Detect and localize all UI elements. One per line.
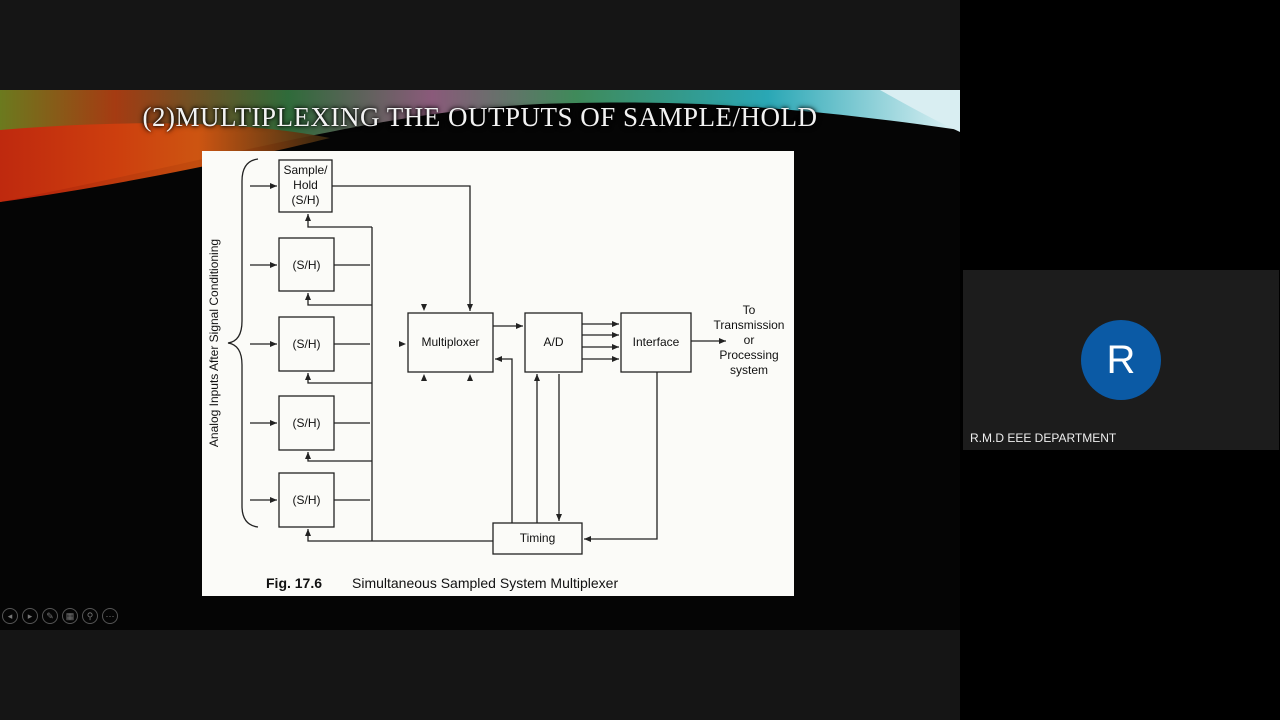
output-label-line3: or <box>744 333 755 347</box>
more-icon[interactable]: ⋯ <box>102 608 118 624</box>
sample-hold-label-line2: Hold <box>293 178 318 192</box>
participant-name: R.M.D EEE DEPARTMENT <box>970 431 1117 445</box>
next-icon[interactable]: ▸ <box>22 608 38 624</box>
slide: (2)MULTIPLEXING THE OUTPUTS OF SAMPLE/HO… <box>0 90 960 630</box>
slideshow-controls: ◂ ▸ ✎ ▦ ⚲ ⋯ <box>2 608 118 628</box>
sample-hold-label-line3: (S/H) <box>292 193 320 207</box>
ad-box <box>524 312 583 373</box>
block-diagram: Analog Inputs After Signal Conditioning … <box>207 158 785 555</box>
presentation-area: (2)MULTIPLEXING THE OUTPUTS OF SAMPLE/HO… <box>0 0 960 720</box>
interface-box <box>620 312 692 373</box>
output-label-line5: system <box>730 363 768 377</box>
output-label-line1: To <box>743 303 756 317</box>
ad-label: A/D <box>543 335 563 349</box>
slides-icon[interactable]: ▦ <box>62 608 78 624</box>
sample-hold-label: (S/H) <box>293 416 321 430</box>
sample-hold-label-line1: Sample/ <box>283 163 328 177</box>
sample-hold-label: (S/H) <box>293 337 321 351</box>
previous-icon[interactable]: ◂ <box>2 608 18 624</box>
timing-label: Timing <box>520 531 556 545</box>
slide-title: (2)MULTIPLEXING THE OUTPUTS OF SAMPLE/HO… <box>142 102 818 132</box>
figure-caption-number: Fig. 17.6 <box>266 575 323 591</box>
participant-tile[interactable]: R R.M.D EEE DEPARTMENT <box>963 270 1279 450</box>
slide-banner <box>0 90 960 202</box>
side-label: Analog Inputs After Signal Conditioning <box>207 239 221 447</box>
interface-label: Interface <box>633 335 680 349</box>
multiplexer-label: Multiploxer <box>421 335 479 349</box>
avatar: R <box>1081 320 1161 400</box>
input-brace <box>227 158 259 528</box>
sample-hold-label: (S/H) <box>293 258 321 272</box>
multiplexer-box <box>407 312 494 373</box>
zoom-icon[interactable]: ⚲ <box>82 608 98 624</box>
sample-hold-label: (S/H) <box>293 493 321 507</box>
output-label-line2: Transmission <box>714 318 785 332</box>
figure-caption-text: Simultaneous Sampled System Multiplexer <box>352 575 619 591</box>
output-label-line4: Processing <box>719 348 778 362</box>
block-diagram-figure: Analog Inputs After Signal Conditioning … <box>202 151 794 596</box>
pen-icon[interactable]: ✎ <box>42 608 58 624</box>
